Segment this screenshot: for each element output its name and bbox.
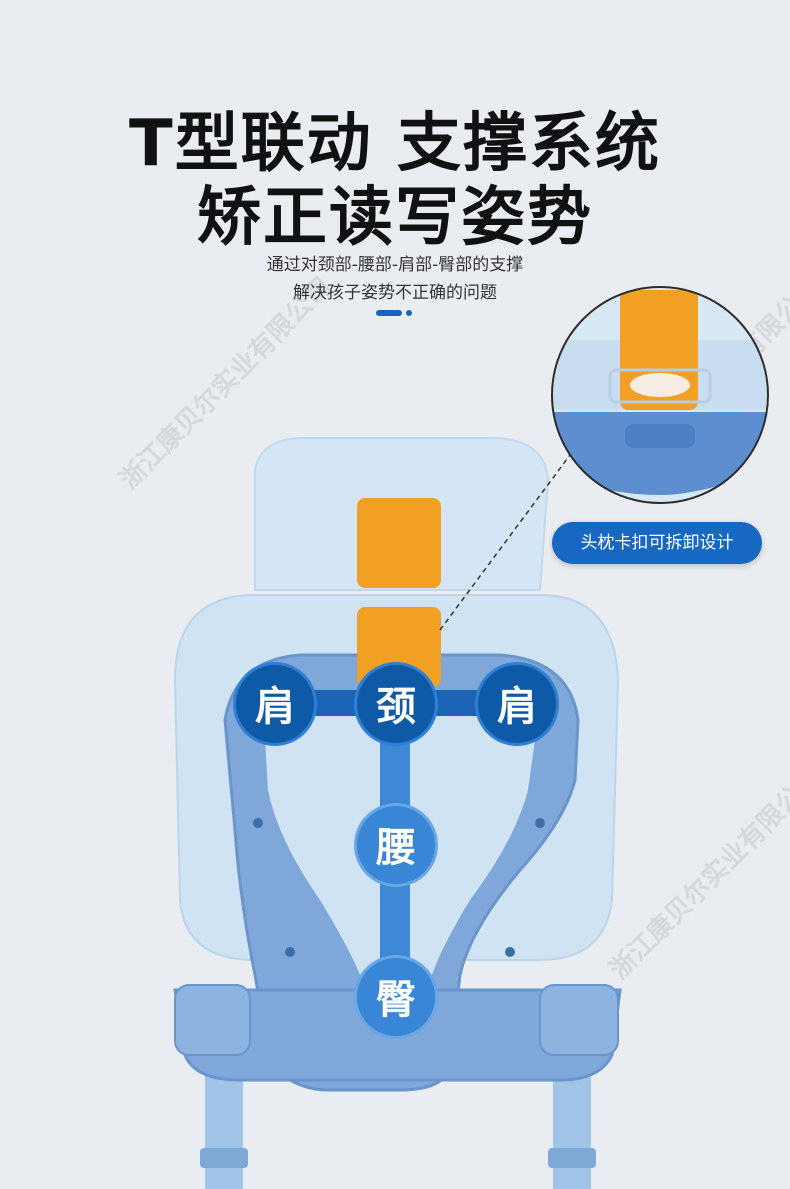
- screw: [535, 818, 545, 828]
- page-title: T型联动 支撑系统: [129, 107, 661, 181]
- armrest-left: [174, 984, 251, 1056]
- zoom-detail: [552, 287, 768, 503]
- screw: [285, 947, 295, 957]
- screw: [505, 947, 515, 957]
- hip-node: 臀: [354, 955, 438, 1039]
- screw: [253, 818, 263, 828]
- waist-node: 腰: [354, 803, 438, 887]
- subtitle-line2: 解决孩子姿势不正确的问题: [293, 283, 497, 303]
- page-title-line2: 矫正读写姿势: [197, 181, 593, 255]
- zoom-circle-border: [551, 286, 769, 504]
- shoulder-left-node: 肩: [233, 662, 317, 746]
- neck-strap-upper: [357, 498, 441, 588]
- armrest-right: [539, 984, 619, 1056]
- neck-node: 颈: [354, 662, 438, 746]
- headrest-buckle-label: 头枕卡扣可拆卸设计: [552, 522, 762, 564]
- leg-collar-right: [548, 1148, 596, 1168]
- title-divider: [376, 310, 414, 316]
- subtitle-line1: 通过对颈部-腰部-肩部-臀部的支撑: [266, 255, 524, 275]
- leg-collar-left: [200, 1148, 248, 1168]
- shoulder-right-node: 肩: [475, 662, 559, 746]
